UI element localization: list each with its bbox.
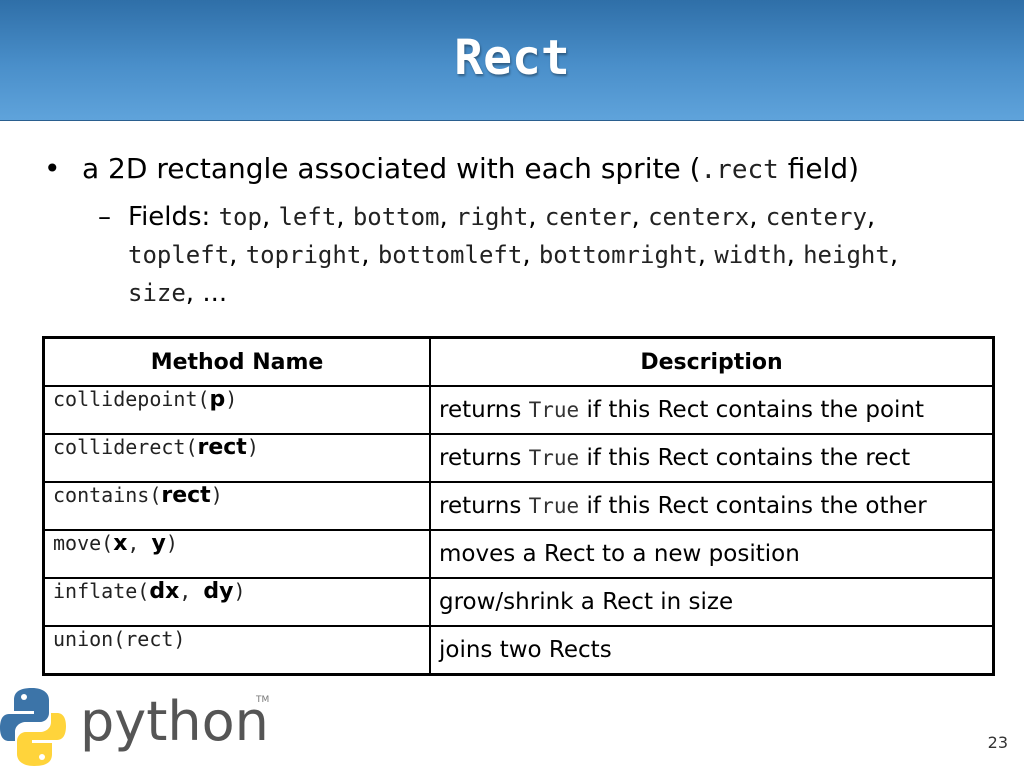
field-name: size bbox=[128, 279, 186, 307]
method-desc-before: grow/shrink a Rect in size bbox=[439, 589, 734, 615]
sub-bullet-dash: – bbox=[98, 202, 111, 232]
table-row: inflate(dx, dy) grow/shrink a Rect in siz… bbox=[42, 577, 995, 627]
fields-text: Fields: top, left, bottom, right, center… bbox=[128, 202, 899, 308]
field-name: bottomright bbox=[538, 241, 698, 269]
method-name-prefix: colliderect( bbox=[53, 435, 198, 459]
table-row: union(rect) joins two Rects bbox=[42, 625, 995, 676]
method-desc-code: True bbox=[528, 494, 580, 518]
method-desc-code: True bbox=[528, 446, 580, 470]
method-name-cell: move(x, y) bbox=[42, 529, 431, 579]
method-name-prefix: move( bbox=[53, 531, 114, 555]
table-row: contains(rect)returns True if this Rect … bbox=[42, 481, 995, 531]
method-description-cell: grow/shrink a Rect in size bbox=[429, 577, 995, 627]
method-name-prefix: contains( bbox=[53, 483, 162, 507]
field-name: bottom bbox=[352, 203, 440, 231]
method-arg: p bbox=[209, 387, 226, 412]
bullet-text: a 2D rectangle associated with each spri… bbox=[82, 150, 859, 189]
method-name-cell: union(rect) bbox=[42, 625, 431, 676]
method-desc-before: returns bbox=[439, 397, 529, 423]
method-name-cell: colliderect(rect) bbox=[42, 433, 431, 483]
table-header-row: Method Name Description bbox=[42, 336, 995, 387]
method-arg: dx bbox=[149, 579, 180, 604]
field-name: top bbox=[218, 203, 262, 231]
method-arg: dy bbox=[203, 579, 234, 604]
method-name-prefix: inflate( bbox=[53, 579, 150, 603]
method-name-suffix: ) bbox=[165, 531, 178, 555]
fields-ellipsis: ... bbox=[202, 278, 228, 308]
method-desc-before: returns bbox=[439, 445, 529, 471]
field-name: centery bbox=[765, 203, 867, 231]
bullet-dot: • bbox=[44, 152, 61, 185]
method-name-suffix: ) bbox=[210, 483, 223, 507]
method-name-suffix: ) bbox=[225, 387, 238, 411]
methods-table: Method Name Description collidepoint(p)r… bbox=[42, 336, 995, 676]
methods-body: collidepoint(p)returns True if this Rect… bbox=[42, 385, 995, 676]
python-trademark: TM bbox=[255, 695, 269, 705]
method-name-suffix: ) bbox=[246, 435, 259, 459]
python-logo-icon bbox=[0, 688, 66, 766]
bullet-text-before: a 2D rectangle associated with each spri… bbox=[82, 152, 701, 185]
field-name: height bbox=[803, 241, 890, 269]
field-name: center bbox=[544, 203, 632, 231]
method-description-cell: moves a Rect to a new position bbox=[429, 529, 995, 579]
fields-label: Fields: bbox=[128, 202, 219, 232]
method-desc-after: if this Rect contains the rect bbox=[579, 445, 911, 471]
table-row: colliderect(rect)returns True if this Re… bbox=[42, 433, 995, 483]
method-name-prefix: collidepoint( bbox=[53, 387, 210, 411]
title-bar: Rect bbox=[0, 0, 1024, 121]
method-desc-code: True bbox=[528, 398, 580, 422]
page-number: 23 bbox=[987, 733, 1008, 752]
method-desc-before: moves a Rect to a new position bbox=[439, 541, 800, 567]
bullet-code: .rect bbox=[700, 155, 779, 185]
slide-title: Rect bbox=[454, 30, 570, 86]
header-description: Description bbox=[429, 336, 995, 387]
method-description-cell: returns True if this Rect contains the p… bbox=[429, 385, 995, 435]
method-arg: rect bbox=[197, 435, 247, 460]
method-desc-after: if this Rect contains the other bbox=[579, 493, 927, 519]
header-method-name: Method Name bbox=[42, 336, 431, 387]
method-name-cell: collidepoint(p) bbox=[42, 385, 431, 435]
field-name: left bbox=[278, 203, 337, 231]
method-desc-before: joins two Rects bbox=[439, 637, 612, 663]
method-description-cell: joins two Rects bbox=[429, 625, 995, 676]
python-logo: python TM bbox=[0, 688, 269, 766]
method-name-cell: inflate(dx, dy) bbox=[42, 577, 431, 627]
bullet-text-after: field) bbox=[778, 152, 860, 185]
method-desc-before: returns bbox=[439, 493, 529, 519]
field-name: topright bbox=[245, 241, 362, 269]
method-arg: y bbox=[151, 531, 166, 556]
method-arg: rect bbox=[161, 483, 211, 508]
method-desc-after: if this Rect contains the point bbox=[579, 397, 925, 423]
method-name-cell: contains(rect) bbox=[42, 481, 431, 531]
field-name: right bbox=[456, 203, 529, 231]
table-row: move(x, y) moves a Rect to a new position bbox=[42, 529, 995, 579]
field-name: topleft bbox=[128, 241, 230, 269]
field-name: width bbox=[714, 241, 787, 269]
field-name: bottomleft bbox=[377, 241, 523, 269]
method-description-cell: returns True if this Rect contains the r… bbox=[429, 433, 995, 483]
python-wordmark: python bbox=[80, 690, 269, 753]
method-name-prefix: union(rect) bbox=[53, 627, 186, 651]
method-name-suffix: ) bbox=[233, 579, 246, 603]
method-description-cell: returns True if this Rect contains the o… bbox=[429, 481, 995, 531]
method-arg: x bbox=[113, 531, 128, 556]
table-row: collidepoint(p)returns True if this Rect… bbox=[42, 385, 995, 435]
field-name: centerx bbox=[648, 203, 750, 231]
